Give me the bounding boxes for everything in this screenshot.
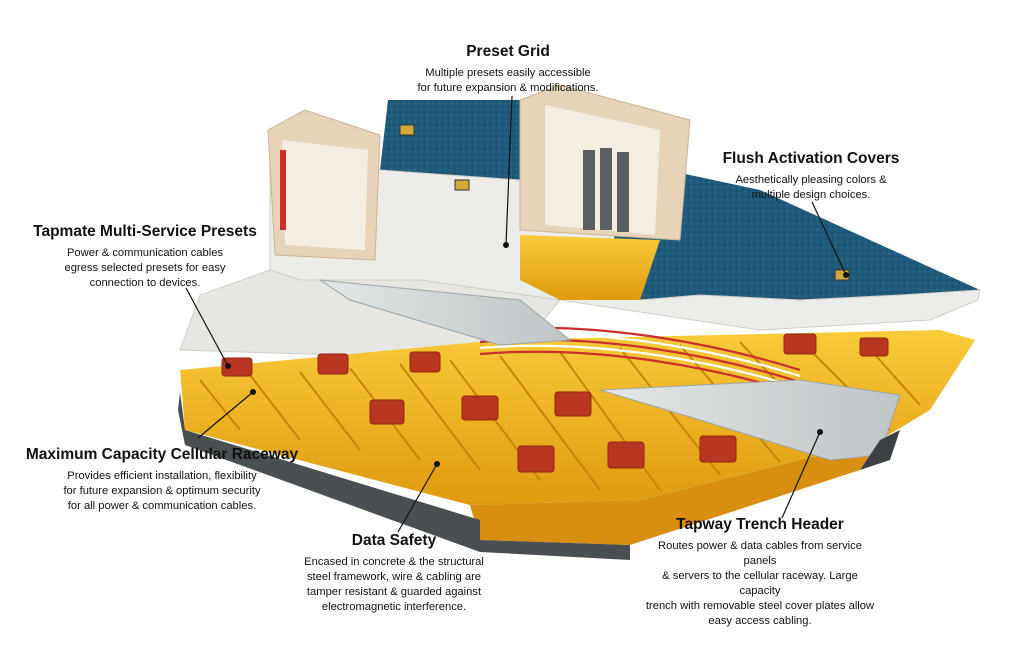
callout-tapmate: Tapmate Multi-Service Presets Power & co… xyxy=(14,222,276,291)
callout-title: Tapmate Multi-Service Presets xyxy=(33,223,257,240)
callout-line: Provides efficient installation, flexibi… xyxy=(67,470,257,482)
callout-description: Encased in concrete & the structural ste… xyxy=(276,555,512,615)
callout-title: Flush Activation Covers xyxy=(722,150,900,167)
callout-line: Encased in concrete & the structural xyxy=(304,556,484,568)
callout-line: Power & communication cables xyxy=(66,247,224,259)
callout-title: Maximum Capacity Cellular Raceway xyxy=(25,446,299,463)
steel-deck-edge xyxy=(178,392,900,560)
callout-line: connection to devices. xyxy=(89,277,201,289)
callout-line: multiple design choices. xyxy=(751,189,871,201)
callout-line: Aesthetically pleasing colors & xyxy=(735,174,887,186)
leader-lines xyxy=(185,95,847,533)
callout-description: Power & communication cables egress sele… xyxy=(14,246,276,291)
callout-description: Provides efficient installation, flexibi… xyxy=(14,469,310,514)
callout-line: electromagnetic interference. xyxy=(321,601,467,613)
trench-cover-plates xyxy=(319,279,901,461)
callout-title: Data Safety xyxy=(351,532,437,549)
callout-flush-covers: Flush Activation Covers Aesthetically pl… xyxy=(706,149,916,203)
callout-line: for future expansion & optimum security xyxy=(63,485,261,497)
callout-line: egress selected presets for easy xyxy=(64,262,226,274)
callout-line: easy access cabling. xyxy=(708,615,812,627)
callout-line: trench with removable steel cover plates… xyxy=(645,600,875,612)
callout-line: for future expansion & modifications. xyxy=(417,82,599,94)
callout-line: for all power & communication cables. xyxy=(67,500,257,512)
flush-covers xyxy=(399,124,850,281)
callout-description: Aesthetically pleasing colors & multiple… xyxy=(706,173,916,203)
leader-dots xyxy=(225,242,849,467)
callout-description: Routes power & data cables from service … xyxy=(642,539,878,629)
cellular-raceway xyxy=(180,235,975,545)
callout-raceway: Maximum Capacity Cellular Raceway Provid… xyxy=(14,445,310,514)
callout-title: Tapway Trench Header xyxy=(676,516,844,533)
callout-line: Routes power & data cables from service … xyxy=(658,540,862,567)
callout-title: Preset Grid xyxy=(466,43,550,60)
left-wall-box xyxy=(267,109,381,261)
callout-line: steel framework, wire & cabling are xyxy=(306,571,482,583)
callout-preset-grid: Preset Grid Multiple presets easily acce… xyxy=(388,42,628,96)
preset-grid-box xyxy=(519,84,691,241)
callout-data-safety: Data Safety Encased in concrete & the st… xyxy=(276,531,512,615)
callout-line: Multiple presets easily accessible xyxy=(425,67,591,79)
callout-trench-header: Tapway Trench Header Routes power & data… xyxy=(642,515,878,629)
carpet-floor xyxy=(380,100,980,300)
preset-housings xyxy=(221,333,889,473)
callout-line: & servers to the cellular raceway. Large… xyxy=(662,570,858,597)
callout-description: Multiple presets easily accessible for f… xyxy=(388,66,628,96)
callout-line: tamper resistant & guarded against xyxy=(306,586,482,598)
